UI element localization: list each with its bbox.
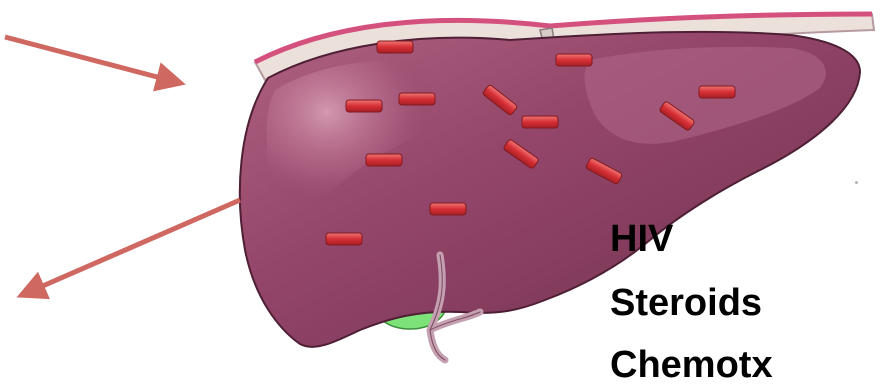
lesion-icon (556, 54, 592, 66)
arrow-icon (5, 37, 180, 83)
lesion-icon (430, 203, 466, 215)
arrow-icon (22, 200, 240, 295)
label-steroids: Steroids (610, 284, 762, 322)
risk-factor-labels: HIV Steroids Chemotx (610, 205, 870, 380)
lesion-icon (377, 41, 413, 53)
lesion-icon (399, 93, 435, 105)
label-chemotx: Chemotx (610, 346, 773, 384)
label-hiv: HIV (610, 220, 673, 258)
lesion-icon (522, 116, 558, 128)
small-dot (855, 181, 858, 184)
lesion-icon (366, 154, 402, 166)
lesion-icon (346, 100, 382, 112)
lesion-icon (699, 86, 735, 98)
lesion-icon (326, 233, 362, 245)
